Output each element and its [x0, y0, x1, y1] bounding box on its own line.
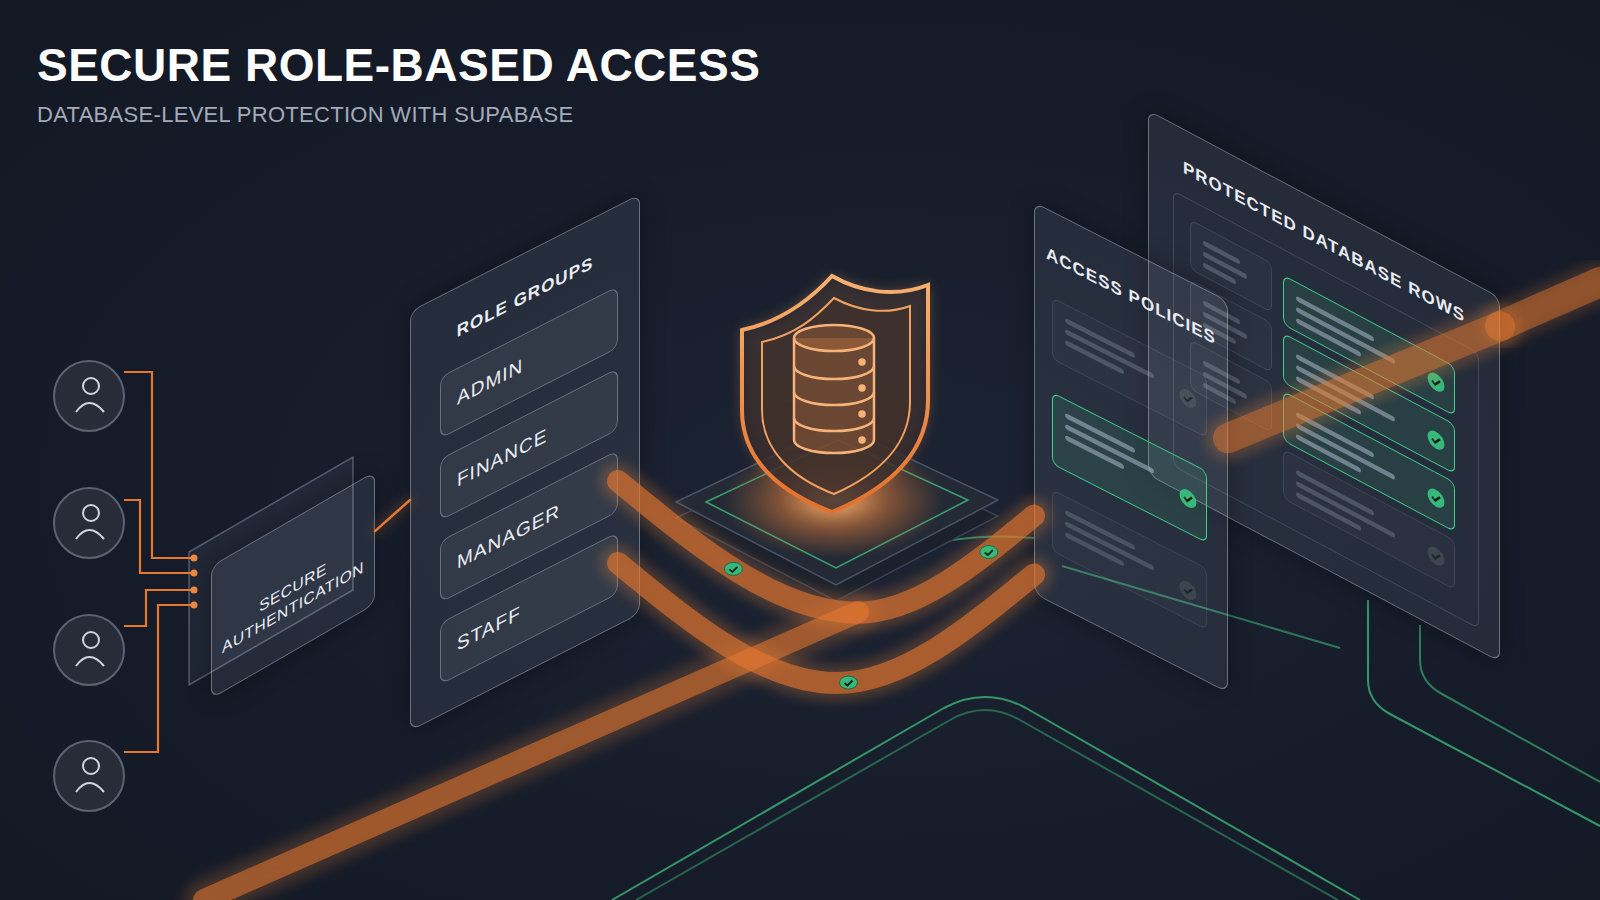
user-wire: [124, 605, 193, 752]
user-wires: [124, 372, 193, 752]
check-icon: [1178, 575, 1198, 605]
check-mark: [1184, 585, 1192, 595]
database-icon: [794, 325, 874, 453]
check-circle: [1180, 386, 1197, 412]
role-group-panel: ROLE GROUPSADMINFINANCEMANAGERSTAFF: [410, 194, 640, 731]
connector-glow: [618, 563, 1034, 683]
shield-icon: [742, 276, 928, 512]
connector-band: [375, 500, 410, 531]
connector: [618, 563, 1034, 683]
green-trace: [1420, 625, 1600, 782]
user-icon: [54, 615, 124, 685]
check-marker: [839, 676, 857, 689]
shield-inner: [762, 298, 910, 494]
user-circle: [54, 488, 124, 558]
check-icon: [1426, 367, 1446, 398]
check-mark: [1432, 493, 1440, 503]
user-circle: [54, 741, 124, 811]
text-bar: [1065, 329, 1154, 379]
green-trace: [636, 710, 1338, 900]
user-icon: [54, 488, 124, 558]
wire-dot: [191, 587, 198, 594]
text-bar: [1065, 424, 1154, 474]
light-beam: [1500, 282, 1600, 326]
check-circle: [1428, 427, 1445, 453]
user-wire: [124, 500, 193, 573]
check-icon: [1426, 541, 1446, 572]
check-mark: [1184, 393, 1192, 403]
wire-dot: [191, 555, 198, 562]
check-mark: [729, 567, 737, 572]
user-head: [83, 632, 99, 648]
node-label: FINANCE: [441, 424, 547, 500]
user-body: [76, 783, 104, 792]
check-mark: [844, 681, 852, 686]
wire-dots: [191, 555, 198, 609]
check-icon: [1178, 383, 1198, 413]
check-marker: [980, 546, 998, 559]
check-mark: [1432, 551, 1440, 561]
check-circle: [1428, 543, 1445, 569]
user-icon: [54, 361, 124, 431]
node-label: ADMIN: [441, 354, 523, 418]
check-circle: [1180, 578, 1197, 604]
connector-glow: [375, 500, 410, 531]
user-icons: [54, 361, 124, 811]
user-body: [76, 403, 104, 412]
light-beam: [1500, 282, 1600, 326]
database-dot: [860, 360, 865, 365]
database-dot: [860, 412, 865, 417]
connector-band: [618, 481, 1034, 613]
connector: [375, 500, 410, 531]
node-label: STAFF: [441, 602, 521, 665]
check-circle: [1428, 485, 1445, 511]
user-icon: [54, 741, 124, 811]
check-mark: [1432, 377, 1440, 387]
check-circle: [1428, 369, 1445, 395]
check-dot: [980, 546, 998, 559]
green-trace: [612, 697, 1360, 900]
check-marker: [724, 562, 742, 575]
database-ring: [794, 418, 874, 431]
wire-dot: [191, 570, 198, 577]
user-circle: [54, 615, 124, 685]
check-mark: [985, 550, 993, 555]
user-body: [76, 657, 104, 666]
user-body: [76, 530, 104, 539]
check-mark: [1432, 435, 1440, 445]
node-label: SECURE AUTHENTICATION: [218, 534, 368, 661]
check-circle: [1180, 486, 1197, 512]
check-dot: [724, 562, 742, 575]
user-head: [83, 378, 99, 394]
check-dot: [839, 676, 857, 689]
text-bar: [1065, 521, 1154, 571]
database-dot: [860, 438, 865, 443]
database-body: [794, 338, 874, 453]
database-ring: [794, 366, 874, 379]
user-circle: [54, 361, 124, 431]
check-markers: [724, 546, 997, 689]
text-bar: [1296, 296, 1374, 342]
check-mark: [1184, 493, 1192, 503]
shield-outline: [742, 276, 928, 512]
user-wire: [124, 372, 193, 558]
connector-glow: [618, 481, 1034, 613]
database-ring: [794, 392, 874, 405]
check-icon: [1426, 483, 1446, 514]
database-top: [794, 325, 874, 351]
connector: [618, 481, 1034, 613]
subtitle: DATABASE-LEVEL PROTECTION WITH SUPABASE: [37, 102, 574, 128]
database-dot: [860, 386, 865, 391]
user-head: [83, 758, 99, 774]
connector-band: [618, 563, 1034, 683]
user-head: [83, 505, 99, 521]
wire-dot: [191, 602, 198, 609]
shield-glow: [742, 276, 928, 512]
check-icon: [1178, 483, 1198, 513]
title: SECURE ROLE-BASED ACCESS: [37, 38, 760, 92]
check-icon: [1426, 425, 1446, 456]
